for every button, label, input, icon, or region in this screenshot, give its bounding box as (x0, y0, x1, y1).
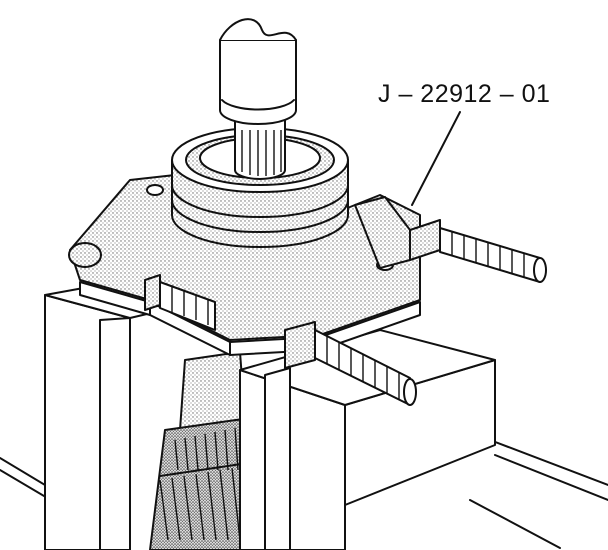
tool-callout-label: J – 22912 – 01 (378, 80, 551, 108)
forcing-screw-left (284, 321, 417, 406)
left-support-block (44, 284, 186, 550)
cross-bolt (144, 274, 216, 331)
shaft-adapter (219, 18, 297, 180)
forcing-screw-right (354, 196, 547, 283)
callout-leader-line (411, 111, 461, 206)
